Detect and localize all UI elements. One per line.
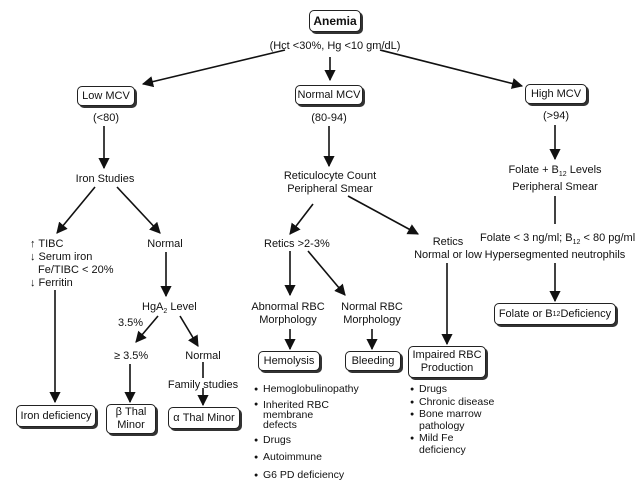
normal-rbc-label: Normal RBC Morphology bbox=[334, 301, 410, 327]
result-line1-b: < 80 pg/ml bbox=[580, 232, 635, 244]
list-item: Drugs bbox=[410, 384, 494, 396]
anemia-criteria: (Hct <30%, Hg <10 gm/dL) bbox=[250, 40, 420, 53]
defic-a: Folate or B bbox=[499, 308, 553, 321]
arrow-iron-studies-to-tibc bbox=[57, 187, 95, 233]
folate-line2: Peripheral Smear bbox=[495, 181, 615, 194]
retics-high-label: Retics >2-3% bbox=[264, 238, 330, 251]
high-mcv-box: High MCV bbox=[525, 84, 587, 104]
beta-thal-line1: β Thal bbox=[116, 406, 147, 419]
bleeding-box: Bleeding bbox=[345, 351, 401, 371]
alpha-thal-minor-box: α Thal Minor bbox=[168, 407, 240, 429]
tibc-result-line: ↓ Ferritin bbox=[30, 277, 114, 290]
beta-thal-line2: Minor bbox=[117, 419, 145, 432]
reticulocyte-line2: Peripheral Smear bbox=[270, 183, 390, 196]
tibc-result-line: ↓ Serum iron bbox=[30, 251, 114, 264]
reticulocyte-line1: Reticulocyte Count bbox=[270, 170, 390, 183]
tibc-results: ↑ TIBC ↓ Serum iron Fe/TIBC < 20% ↓ Ferr… bbox=[30, 238, 114, 290]
hemolysis-box: Hemolysis bbox=[258, 351, 320, 371]
list-item: G6 PD deficiency bbox=[254, 470, 359, 481]
result-line1-a: Folate < 3 ng/ml; B bbox=[480, 232, 573, 244]
arrow-retic-to-low-retics bbox=[348, 196, 418, 234]
abnormal-rbc-line2: Morphology bbox=[246, 314, 330, 327]
impaired-rbc-production-box: Impaired RBC Production bbox=[408, 346, 486, 378]
retics-low-label: Retics Normal or low bbox=[406, 236, 490, 262]
arrow-retic-to-high-retics bbox=[290, 204, 313, 234]
low-normal-label: Normal bbox=[140, 238, 190, 251]
anemia-box: Anemia bbox=[309, 10, 361, 32]
b12-subscript: 12 bbox=[559, 171, 567, 178]
list-item: Drugs bbox=[254, 435, 359, 447]
arrow-iron-studies-to-normal bbox=[117, 187, 160, 233]
reticulocyte-label: Reticulocyte Count Peripheral Smear bbox=[270, 170, 390, 196]
hga2-level-label: HgA2 Level bbox=[142, 301, 197, 318]
list-item: Mild Fe deficiency bbox=[410, 433, 475, 456]
arrow-anemia-to-high-mcv bbox=[380, 50, 522, 86]
normal-mcv-box: Normal MCV bbox=[295, 85, 363, 105]
arrow-high-retics-to-normal-rbc bbox=[308, 251, 345, 295]
list-item: Autoimmune bbox=[254, 452, 359, 464]
retics-low-line1: Retics bbox=[406, 236, 490, 249]
normal-hga2-label: Normal bbox=[180, 350, 226, 363]
low-mcv-range: (<80) bbox=[77, 112, 135, 125]
result-line1: Folate < 3 ng/ml; B12 < 80 pg/ml bbox=[480, 232, 630, 249]
retics-low-line2: Normal or low bbox=[406, 249, 490, 262]
impaired-line1: Impaired RBC bbox=[412, 349, 481, 362]
normal-rbc-line2: Morphology bbox=[334, 314, 410, 327]
normal-mcv-range: (80-94) bbox=[295, 112, 363, 125]
high-mcv-range: (>94) bbox=[525, 110, 587, 123]
tibc-result-line: ↑ TIBC bbox=[30, 238, 114, 251]
impaired-line2: Production bbox=[421, 362, 474, 375]
list-item: Chronic disease bbox=[410, 397, 494, 409]
normal-rbc-line1: Normal RBC bbox=[334, 301, 410, 314]
abnormal-rbc-label: Abnormal RBC Morphology bbox=[246, 301, 330, 327]
folate-line1-a: Folate + B bbox=[508, 164, 558, 176]
impaired-causes-list: Drugs Chronic disease Bone marrow pathol… bbox=[410, 384, 494, 456]
folate-line1: Folate + B12 Levels bbox=[495, 164, 615, 181]
list-item: Hemoglobulinopathy bbox=[254, 384, 359, 396]
folate-line1-b: Levels bbox=[567, 164, 602, 176]
arrow-anemia-to-low-mcv bbox=[143, 50, 285, 84]
list-item: Inherited RBC membrane defects bbox=[254, 400, 349, 430]
hga2-suffix: Level bbox=[167, 301, 196, 313]
hemolysis-causes-list: Hemoglobulinopathy Inherited RBC membran… bbox=[254, 384, 359, 481]
iron-studies-label: Iron Studies bbox=[60, 173, 150, 186]
list-item: Bone marrow pathology bbox=[410, 409, 493, 432]
hga2-threshold: 3.5% bbox=[118, 317, 143, 330]
b12-subscript: 12 bbox=[553, 308, 561, 321]
result-line2: Hypersegmented neutrophils bbox=[480, 249, 630, 262]
low-mcv-box: Low MCV bbox=[77, 86, 135, 106]
iron-deficiency-box: Iron deficiency bbox=[16, 405, 96, 427]
defic-b: Deficiency bbox=[560, 308, 611, 321]
tibc-result-line: Fe/TIBC < 20% bbox=[30, 264, 114, 277]
beta-thal-minor-box: β Thal Minor bbox=[106, 404, 156, 434]
abnormal-rbc-line1: Abnormal RBC bbox=[246, 301, 330, 314]
high-hga2-label: ≥ 3.5% bbox=[114, 350, 148, 363]
folate-result-label: Folate < 3 ng/ml; B12 < 80 pg/ml Hyperse… bbox=[480, 232, 630, 262]
folate-b12-levels-label: Folate + B12 Levels Peripheral Smear bbox=[495, 164, 615, 194]
arrow-hga2-to-normal bbox=[180, 316, 198, 346]
family-studies-label: Family studies bbox=[160, 379, 246, 392]
hga2-prefix: HgA bbox=[142, 301, 163, 313]
